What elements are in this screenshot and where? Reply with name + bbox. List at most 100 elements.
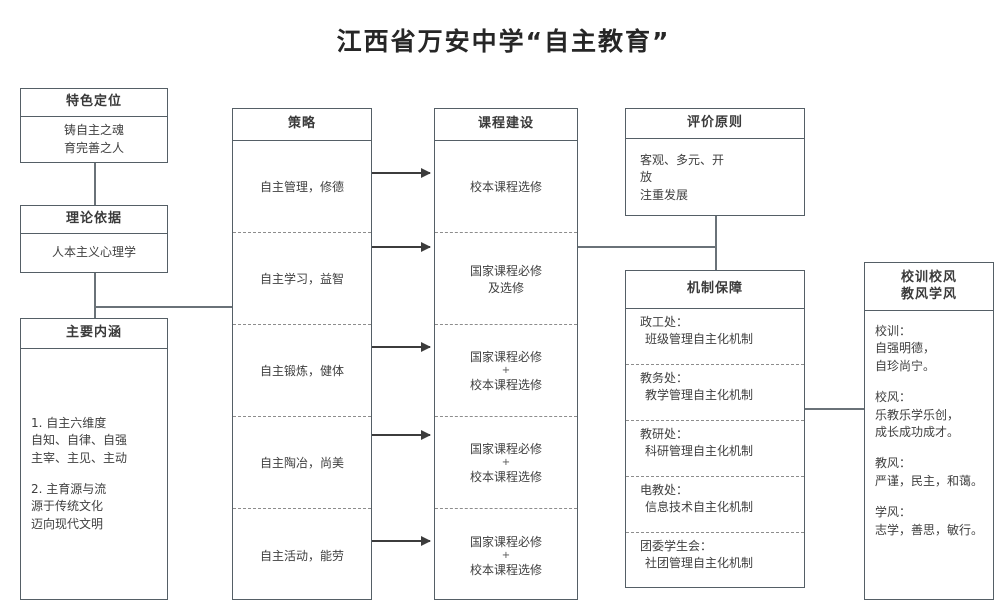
curriculum-row: 国家课程必修 + 校本课程选修 [435,325,577,417]
strategy-row: 自主活动，能劳 [259,548,344,563]
mechanism-detail: 社团管理自主化机制 [645,556,754,570]
mechanism-row: 政工处： 班级管理自主化机制 [626,309,804,365]
culture-group: 教风： 严谨，民主，和蔼。 [875,455,993,490]
theory-body: 人本主义心理学 [21,234,167,272]
culture-group-line: 志学，善思，敏行。 [875,522,984,537]
card-positioning: 特色定位 铸自主之魂 育完善之人 [20,88,168,163]
strategy-header: 策略 [233,109,371,141]
connotation-line-1: 1. 自主六维度 [31,415,107,430]
arrow-strategy-5 [372,536,431,545]
mechanism-row: 教务处： 教学管理自主化机制 [626,365,804,421]
strategy-row: 自主锻炼，健体 [233,325,371,417]
positioning-header: 特色定位 [21,89,167,117]
arrow-strategy-4 [372,430,431,439]
mechanism-detail: 教学管理自主化机制 [645,388,754,402]
mechanism-rows: 政工处： 班级管理自主化机制 教务处： 教学管理自主化机制 教研处： 科研管理自… [626,309,804,589]
mechanism-dept: 教研处： [640,427,689,441]
theory-header: 理论依据 [21,206,167,234]
curriculum-row-plus: + [501,549,511,561]
connotation-line-3: 主宰、主见、主动 [31,450,128,465]
connotation-line-5: 2. 主育源与流 [31,482,107,496]
curriculum-rows: 校本课程选修 国家课程必修 及选修 国家课程必修 + 校本课程选修 国家课程必修… [435,141,577,601]
culture-header-line-2: 教风学风 [900,286,957,302]
culture-group-label: 学风： [875,505,912,520]
curriculum-row-top: 国家课程必修 [469,442,542,456]
curriculum-row-bottom: 校本课程选修 [469,562,542,577]
mechanism-dept: 团委学生会： [640,539,713,553]
strategy-row: 自主管理，修德 [233,141,371,233]
curriculum-row-top: 国家课程必修 [469,534,542,549]
curriculum-row: 国家课程必修 及选修 [435,233,577,325]
culture-group-line: 严谨，民主，和蔼。 [875,473,984,488]
culture-group: 校风： 乐教乐学乐创， 成长成功成才。 [875,389,993,441]
mechanism-dept: 教务处： [640,371,689,385]
card-curriculum: 课程建设 校本课程选修 国家课程必修 及选修 国家课程必修 + 校本课程选修 国… [434,108,578,600]
evaluation-body: 客观、多元、开 放 注重发展 [626,139,804,217]
arrow-strategy-3 [372,342,431,351]
curriculum-header: 课程建设 [435,109,577,141]
card-connotation: 主要内涵 1. 自主六维度 自知、自律、自强 主宰、主见、主动 2. 主育源与流… [20,318,168,600]
connotation-line-7: 迈向现代文明 [31,516,104,531]
evaluation-header: 评价原则 [626,109,804,139]
positioning-line-2: 育完善之人 [63,140,124,155]
curriculum-row: 国家课程必修 + 校本课程选修 [435,417,577,509]
culture-group: 学风： 志学，善思，敏行。 [875,504,993,539]
mechanism-detail: 班级管理自主化机制 [645,332,754,346]
card-mechanism: 机制保障 政工处： 班级管理自主化机制 教务处： 教学管理自主化机制 教研处： … [625,270,805,588]
positioning-body: 铸自主之魂 育完善之人 [21,117,167,162]
culture-group-label: 教风： [875,456,912,471]
mechanism-header: 机制保障 [626,271,804,309]
curriculum-row: 国家课程必修 + 校本课程选修 [435,509,577,601]
connotation-body: 1. 自主六维度 自知、自律、自强 主宰、主见、主动 2. 主育源与流 源于传统… [21,349,167,599]
curriculum-row-top: 国家课程必修 [469,350,542,364]
card-culture: 校训校风 教风学风 校训： 自强明德， 自珍尚宁。 校风： 乐教乐学乐创， 成长… [864,262,994,600]
strategy-rows: 自主管理，修德 自主学习，益智 自主锻炼，健体 自主陶冶，尚美 自主活动，能劳 [233,141,371,601]
card-evaluation: 评价原则 客观、多元、开 放 注重发展 [625,108,805,216]
culture-group-line: 自珍尚宁。 [875,358,936,373]
evaluation-line-1: 客观、多元、开 [640,152,725,167]
curriculum-row: 校本课程选修 [435,141,577,233]
connotation-line-2: 自知、自律、自强 [31,433,128,448]
strategy-row: 自主陶冶，尚美 [233,417,371,509]
connector-mechanism-culture [803,408,865,410]
evaluation-line-3: 注重发展 [640,187,689,202]
culture-group-line: 自强明德， [875,341,936,356]
mechanism-detail: 科研管理自主化机制 [645,444,754,458]
culture-body: 校训： 自强明德， 自珍尚宁。 校风： 乐教乐学乐创， 成长成功成才。 教风： … [865,311,993,601]
connotation-line-6: 源于传统文化 [31,499,104,514]
curriculum-row-plus: + [501,365,511,376]
card-strategy: 策略 自主管理，修德 自主学习，益智 自主锻炼，健体 自主陶冶，尚美 自主活动，… [232,108,372,600]
connotation-header: 主要内涵 [21,319,167,349]
connector-left-spine [94,306,234,308]
culture-header-line-1: 校训校风 [900,270,957,286]
evaluation-line-2: 放 [640,170,653,185]
curriculum-row-bottom: 校本课程选修 [469,378,542,392]
culture-header: 校训校风 教风学风 [865,263,993,311]
mechanism-row: 教研处： 科研管理自主化机制 [626,421,804,477]
curriculum-row-top: 校本课程选修 [469,180,542,194]
connector-curriculum-right [578,246,716,248]
mechanism-dept: 电教处： [640,483,689,497]
curriculum-row-plus: + [501,457,511,468]
culture-group-line: 成长成功成才。 [875,424,960,439]
culture-group-label: 校风： [875,390,912,405]
strategy-row: 自主学习，益智 [233,233,371,325]
connector-positioning-theory [94,162,96,207]
connector-connotation-stem [94,306,96,320]
curriculum-row-bottom: 及选修 [487,280,524,295]
arrow-strategy-1 [372,168,431,177]
page-title: 江西省万安中学“自主教育” [336,27,671,56]
culture-group-line: 乐教乐学乐创， [875,407,960,422]
mechanism-row: 团委学生会： 社团管理自主化机制 [626,533,804,589]
theory-line-1: 人本主义心理学 [51,245,136,260]
arrow-strategy-2 [372,242,431,251]
curriculum-row-bottom: 校本课程选修 [469,470,542,484]
mechanism-row: 电教处： 信息技术自主化机制 [626,477,804,533]
curriculum-row-top: 国家课程必修 [469,263,542,278]
culture-group: 校训： 自强明德， 自珍尚宁。 [875,323,993,375]
mechanism-detail: 信息技术自主化机制 [645,500,754,514]
culture-group-label: 校训： [875,324,912,338]
card-theory: 理论依据 人本主义心理学 [20,205,168,273]
connector-eval-mech-vert [715,216,717,271]
